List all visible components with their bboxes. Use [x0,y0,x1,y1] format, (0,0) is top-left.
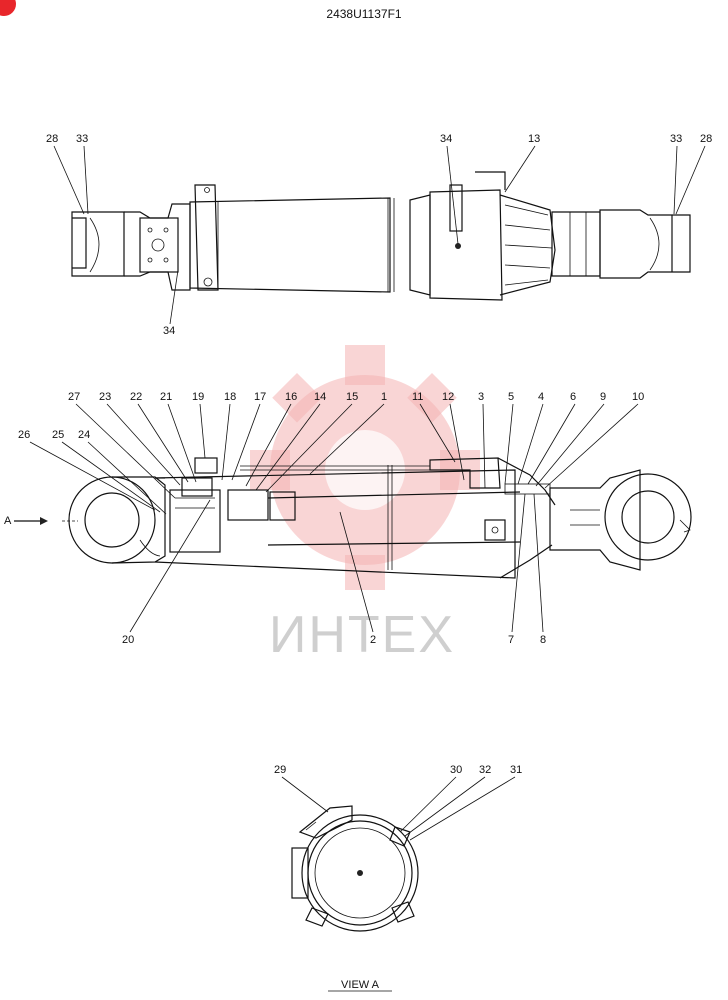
callout-19: 19 [192,391,204,403]
callout-23: 23 [99,391,111,403]
callout-13: 13 [528,133,540,145]
callout-25: 25 [52,429,64,441]
callout-2: 2 [370,634,376,646]
callout-7: 7 [508,634,514,646]
callout-33-right: 33 [670,133,682,145]
callout-28-left: 28 [46,133,58,145]
callout-6: 6 [570,391,576,403]
callout-34-bottom: 34 [163,325,175,337]
drawing-number: 2438U1137F1 [326,7,401,21]
callout-8: 8 [540,634,546,646]
callout-28-right: 28 [700,133,712,145]
callout-17: 17 [254,391,266,403]
view-a [291,805,419,932]
corner-marker [0,0,16,16]
callout-14: 14 [314,391,326,403]
callout-11: 11 [412,391,423,403]
top-view-labels: 28 33 34 13 33 28 34 [46,133,712,337]
callout-12: 12 [442,391,454,403]
callout-33-left: 33 [76,133,88,145]
callout-16: 16 [285,391,297,403]
callout-10: 10 [632,391,644,403]
section-arrow-label: A [4,515,12,527]
callout-1: 1 [381,391,387,403]
callout-15: 15 [346,391,358,403]
watermark-logo [250,345,480,590]
callout-18: 18 [224,391,236,403]
callout-20: 20 [122,634,134,646]
callout-3: 3 [478,391,484,403]
callout-27: 27 [68,391,80,403]
top-view [71,171,691,301]
callout-24: 24 [78,429,90,441]
watermark-text: ИНТЕХ [269,606,455,664]
section-view-labels: 27 23 22 21 19 18 17 16 14 15 1 11 12 3 … [18,391,644,646]
callout-22: 22 [130,391,142,403]
callout-21: 21 [160,391,172,403]
callout-5: 5 [508,391,514,403]
callout-26: 26 [18,429,30,441]
callout-32: 32 [479,764,491,776]
callout-4: 4 [538,391,544,403]
callout-34-top: 34 [440,133,452,145]
section-view: A [4,457,692,579]
callout-9: 9 [600,391,606,403]
view-a-caption: VIEW A [341,979,380,991]
view-a-labels: 29 30 32 31 [274,764,522,841]
callout-31: 31 [510,764,522,776]
callout-30: 30 [450,764,462,776]
callout-29: 29 [274,764,286,776]
